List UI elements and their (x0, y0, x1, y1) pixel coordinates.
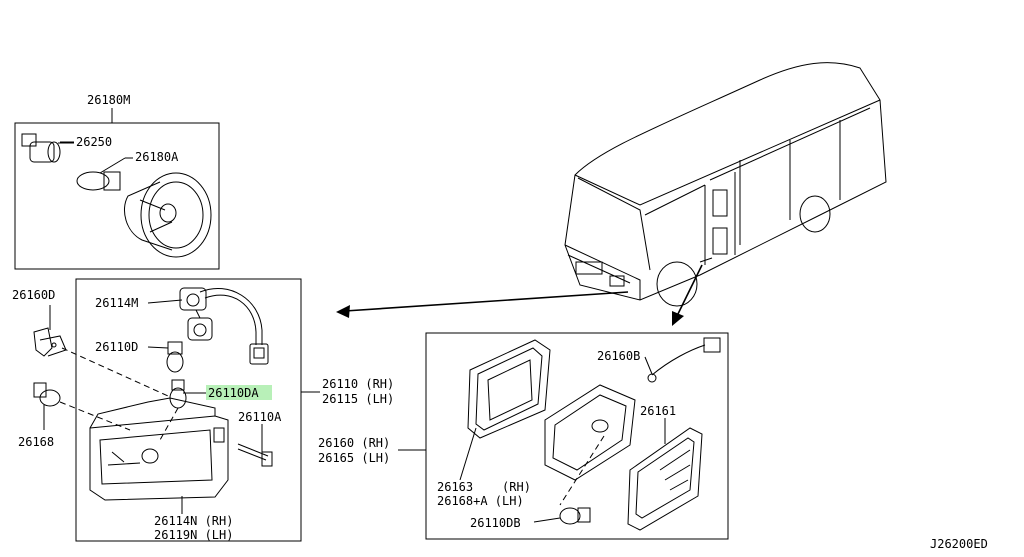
label-26250[interactable]: 26250 (76, 135, 112, 149)
label-26115-lh[interactable]: 26115 (LH) (322, 392, 394, 406)
label-26110a[interactable]: 26110A (238, 410, 282, 424)
label-26110da[interactable]: 26110DA (208, 386, 259, 400)
label-26110-rh[interactable]: 26110 (RH) (322, 377, 394, 391)
bulb-26110db-icon (559, 507, 591, 525)
wire-harness-icon (179, 287, 269, 365)
screw-26110a-icon (237, 443, 273, 467)
fog-lamp-box (14, 122, 220, 270)
side-lamp-box (425, 332, 729, 540)
side-lamp-group (398, 332, 729, 540)
label-26161[interactable]: 26161 (640, 404, 676, 418)
label-26180a[interactable]: 26180A (135, 150, 179, 164)
combo-lamp-icon (89, 397, 229, 501)
socket-26160b-icon (647, 337, 721, 383)
bulb-26180a-icon (76, 157, 133, 191)
bus-icon (564, 62, 887, 307)
grommet-26168-icon (33, 382, 61, 430)
label-26168a-lh[interactable]: 26168+A (LH) (437, 494, 524, 508)
label-26114n-rh[interactable]: 26114N (RH) (154, 514, 233, 528)
label-26160-rh[interactable]: 26160 (RH) (318, 436, 390, 450)
highlight-26110da (206, 385, 272, 400)
label-26110db[interactable]: 26110DB (470, 516, 521, 530)
combo-lamp-box (75, 278, 302, 542)
clip-26160d-icon (33, 305, 67, 357)
bulb-26110da-icon (169, 379, 187, 409)
fog-lamp-icon (124, 172, 212, 258)
label-26165-lh[interactable]: 26165 (LH) (318, 451, 390, 465)
side-lamp-housing-icon (544, 384, 636, 506)
label-26114m[interactable]: 26114M (95, 296, 138, 310)
side-lens-26161-icon (627, 427, 703, 531)
label-26180m[interactable]: 26180M (87, 93, 130, 107)
fog-lamp-group (14, 108, 220, 270)
label-26160d[interactable]: 26160D (12, 288, 55, 302)
label-26168[interactable]: 26168 (18, 435, 54, 449)
combo-lamp-group (75, 278, 320, 542)
socket-26250-icon (21, 133, 74, 163)
gasket-26163-icon (467, 339, 551, 439)
label-26163-rh[interactable]: 26163 (RH) (437, 480, 531, 494)
bulb-26110d-icon (166, 341, 184, 373)
label-26160b[interactable]: 26160B (597, 349, 640, 363)
label-26119n-lh[interactable]: 26119N (LH) (154, 528, 233, 542)
label-26110d[interactable]: 26110D (95, 340, 138, 354)
diagram-code: J26200ED (930, 537, 988, 551)
